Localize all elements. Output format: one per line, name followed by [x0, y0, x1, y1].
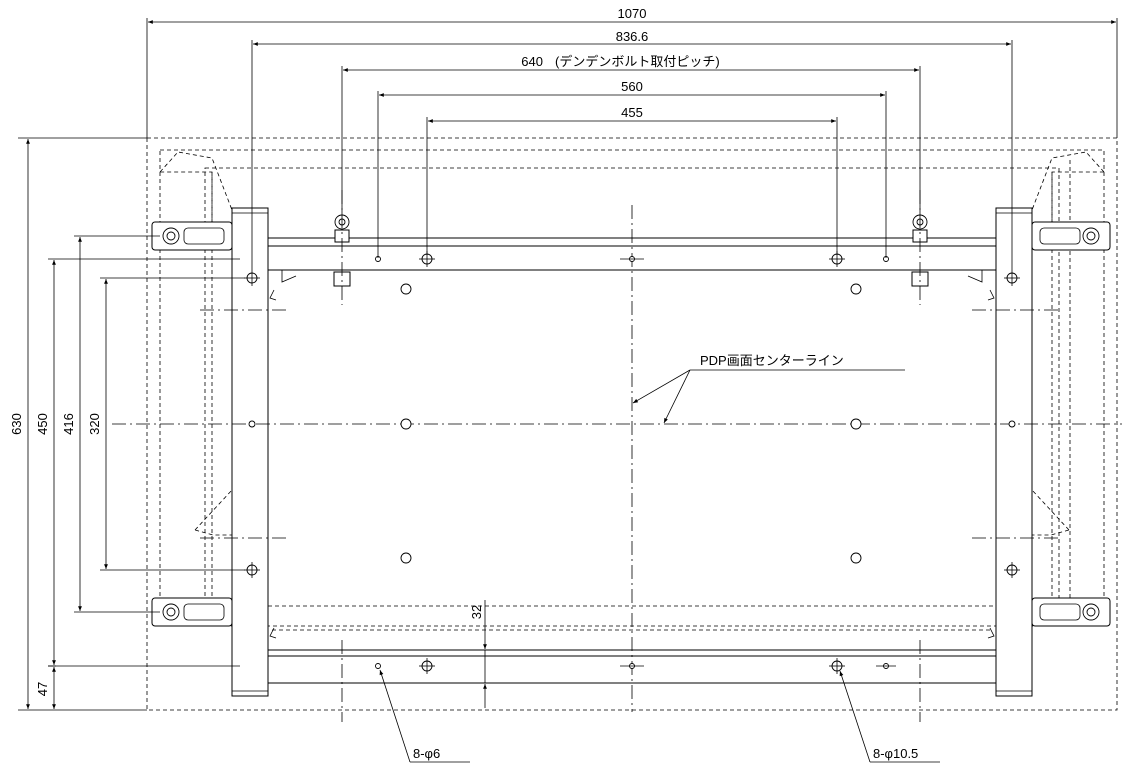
- dimension-1070: 1070: [146, 6, 1118, 138]
- bracket-bottom-left: [151, 597, 233, 627]
- dimension-836-6: 836.6: [251, 29, 1013, 270]
- dim-32-label: 32: [469, 605, 484, 619]
- dimension-640: 640 (デンデンボルト取付ピッチ): [341, 54, 921, 214]
- center-lines: [112, 190, 1122, 722]
- dimension-450: 450: [35, 258, 240, 667]
- hole-callout-large: 8-φ10.5: [839, 670, 940, 763]
- hole-callout-small: 8-φ6: [379, 669, 470, 763]
- dim-47-label: 47: [35, 682, 50, 696]
- center-line-label: PDP画面センターライン: [700, 353, 844, 368]
- dim-416-label: 416: [61, 413, 76, 435]
- dimension-32: 32: [469, 600, 487, 708]
- dimension-455: 455: [426, 105, 838, 255]
- mounting-holes: [244, 251, 1020, 674]
- hole-small-label: 8-φ6: [413, 746, 440, 761]
- right-post: [995, 207, 1033, 697]
- dimension-416: 416: [61, 235, 160, 613]
- bracket-bottom-right: [1031, 597, 1111, 627]
- dim-640-note: (デンデンボルト取付ピッチ): [555, 54, 720, 69]
- bracket-top-left: [151, 221, 233, 251]
- hole-large-label: 8-φ10.5: [873, 746, 918, 761]
- center-line-callout: PDP画面センターライン: [632, 353, 905, 424]
- dim-1070-label: 1070: [618, 6, 647, 21]
- dim-455-label: 455: [621, 105, 643, 120]
- dim-320-label: 320: [87, 413, 102, 435]
- dim-836-6-label: 836.6: [616, 29, 649, 44]
- dim-640-label: 640: [521, 54, 543, 69]
- dimension-560: 560: [377, 79, 887, 258]
- dim-560-label: 560: [621, 79, 643, 94]
- dimension-320: 320: [87, 277, 245, 571]
- left-post: [231, 207, 269, 697]
- dim-450-label: 450: [35, 413, 50, 435]
- dim-630-label: 630: [9, 413, 24, 435]
- bracket-top-right: [1031, 221, 1111, 251]
- dimension-630: 630: [9, 137, 147, 711]
- dimension-47: 47: [35, 665, 56, 709]
- corner-clips: [269, 270, 995, 651]
